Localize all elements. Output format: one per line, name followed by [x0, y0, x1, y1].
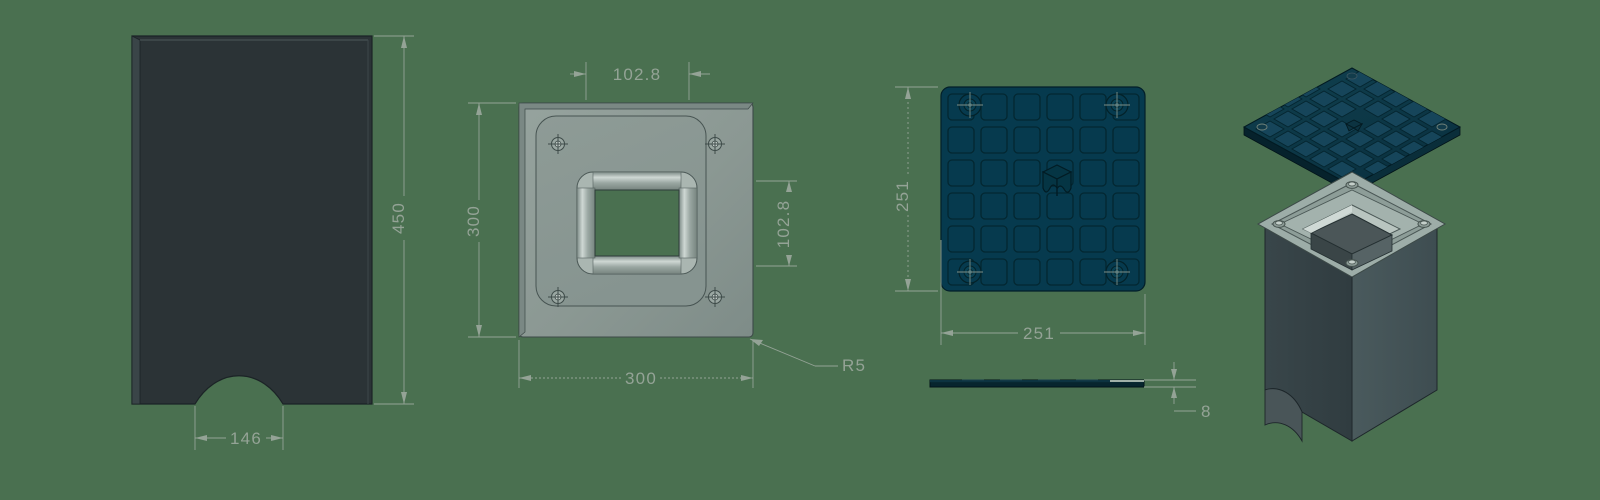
- dimension-146-label: 146: [230, 429, 262, 448]
- dimension-251-horizontal: 251: [940, 240, 1146, 345]
- fastener-top-right: [705, 134, 725, 154]
- iso-cover-plate: [1242, 67, 1462, 195]
- dimension-8: 8: [1144, 362, 1212, 421]
- iso-cover-lift-feature: [1344, 119, 1364, 132]
- dimension-102-8-vertical: 102.8: [756, 180, 797, 267]
- dimension-102-8-horizontal-label: 102.8: [613, 65, 662, 84]
- dimension-251-vertical-label: 251: [893, 180, 912, 212]
- view-top-view-cover: 251 251: [893, 86, 1212, 421]
- cover-fasteners: [957, 92, 1130, 285]
- dimension-450: 450: [374, 35, 414, 405]
- dimension-r5-leader: R5: [749, 338, 866, 375]
- view-top-view-base: 300 300 102.8: [464, 62, 866, 388]
- dimension-300-vertical-label: 300: [464, 205, 483, 237]
- cover-fastener-top-right: [1104, 92, 1130, 118]
- cover-fastener-bottom-right: [1104, 259, 1130, 285]
- view-side-view: 450 146: [131, 35, 414, 450]
- dimension-146: 146: [194, 406, 284, 450]
- side-view-edge: [131, 35, 141, 405]
- dimension-8-label: 8: [1201, 402, 1212, 421]
- base-plate-edge-band: [518, 102, 754, 338]
- dimension-300-horizontal-label: 300: [625, 369, 657, 388]
- dimension-300-vertical: 300: [464, 102, 516, 338]
- dimension-102-8-horizontal: 102.8: [570, 62, 710, 100]
- cover-edge-view: [929, 379, 1145, 388]
- cover-center-lift-feature: [1041, 164, 1073, 196]
- base-plate-opening: [576, 171, 698, 275]
- cover-fastener-top-left: [957, 92, 983, 118]
- dimension-251-vertical: 251: [893, 86, 938, 292]
- iso-base-opening: [1301, 204, 1402, 271]
- fastener-bottom-left: [548, 287, 568, 307]
- dimension-102-8-vertical-label: 102.8: [774, 200, 793, 249]
- fastener-bottom-right: [705, 287, 725, 307]
- cover-fastener-bottom-left: [957, 259, 983, 285]
- cover-plate-grid: [947, 92, 1140, 286]
- view-isometric-exploded: [1242, 67, 1462, 443]
- dimension-300-horizontal: 300: [518, 340, 754, 388]
- iso-base-box: [1256, 171, 1447, 443]
- side-view-body: [131, 35, 373, 405]
- iso-base-fasteners: [1272, 181, 1431, 267]
- dimension-r5-label: R5: [842, 356, 866, 375]
- dimension-450-label: 450: [389, 202, 408, 234]
- fastener-top-left: [548, 134, 568, 154]
- iso-base-notch: [1264, 388, 1303, 443]
- base-plate-fasteners: [548, 134, 725, 307]
- dimension-251-horizontal-label: 251: [1023, 324, 1055, 343]
